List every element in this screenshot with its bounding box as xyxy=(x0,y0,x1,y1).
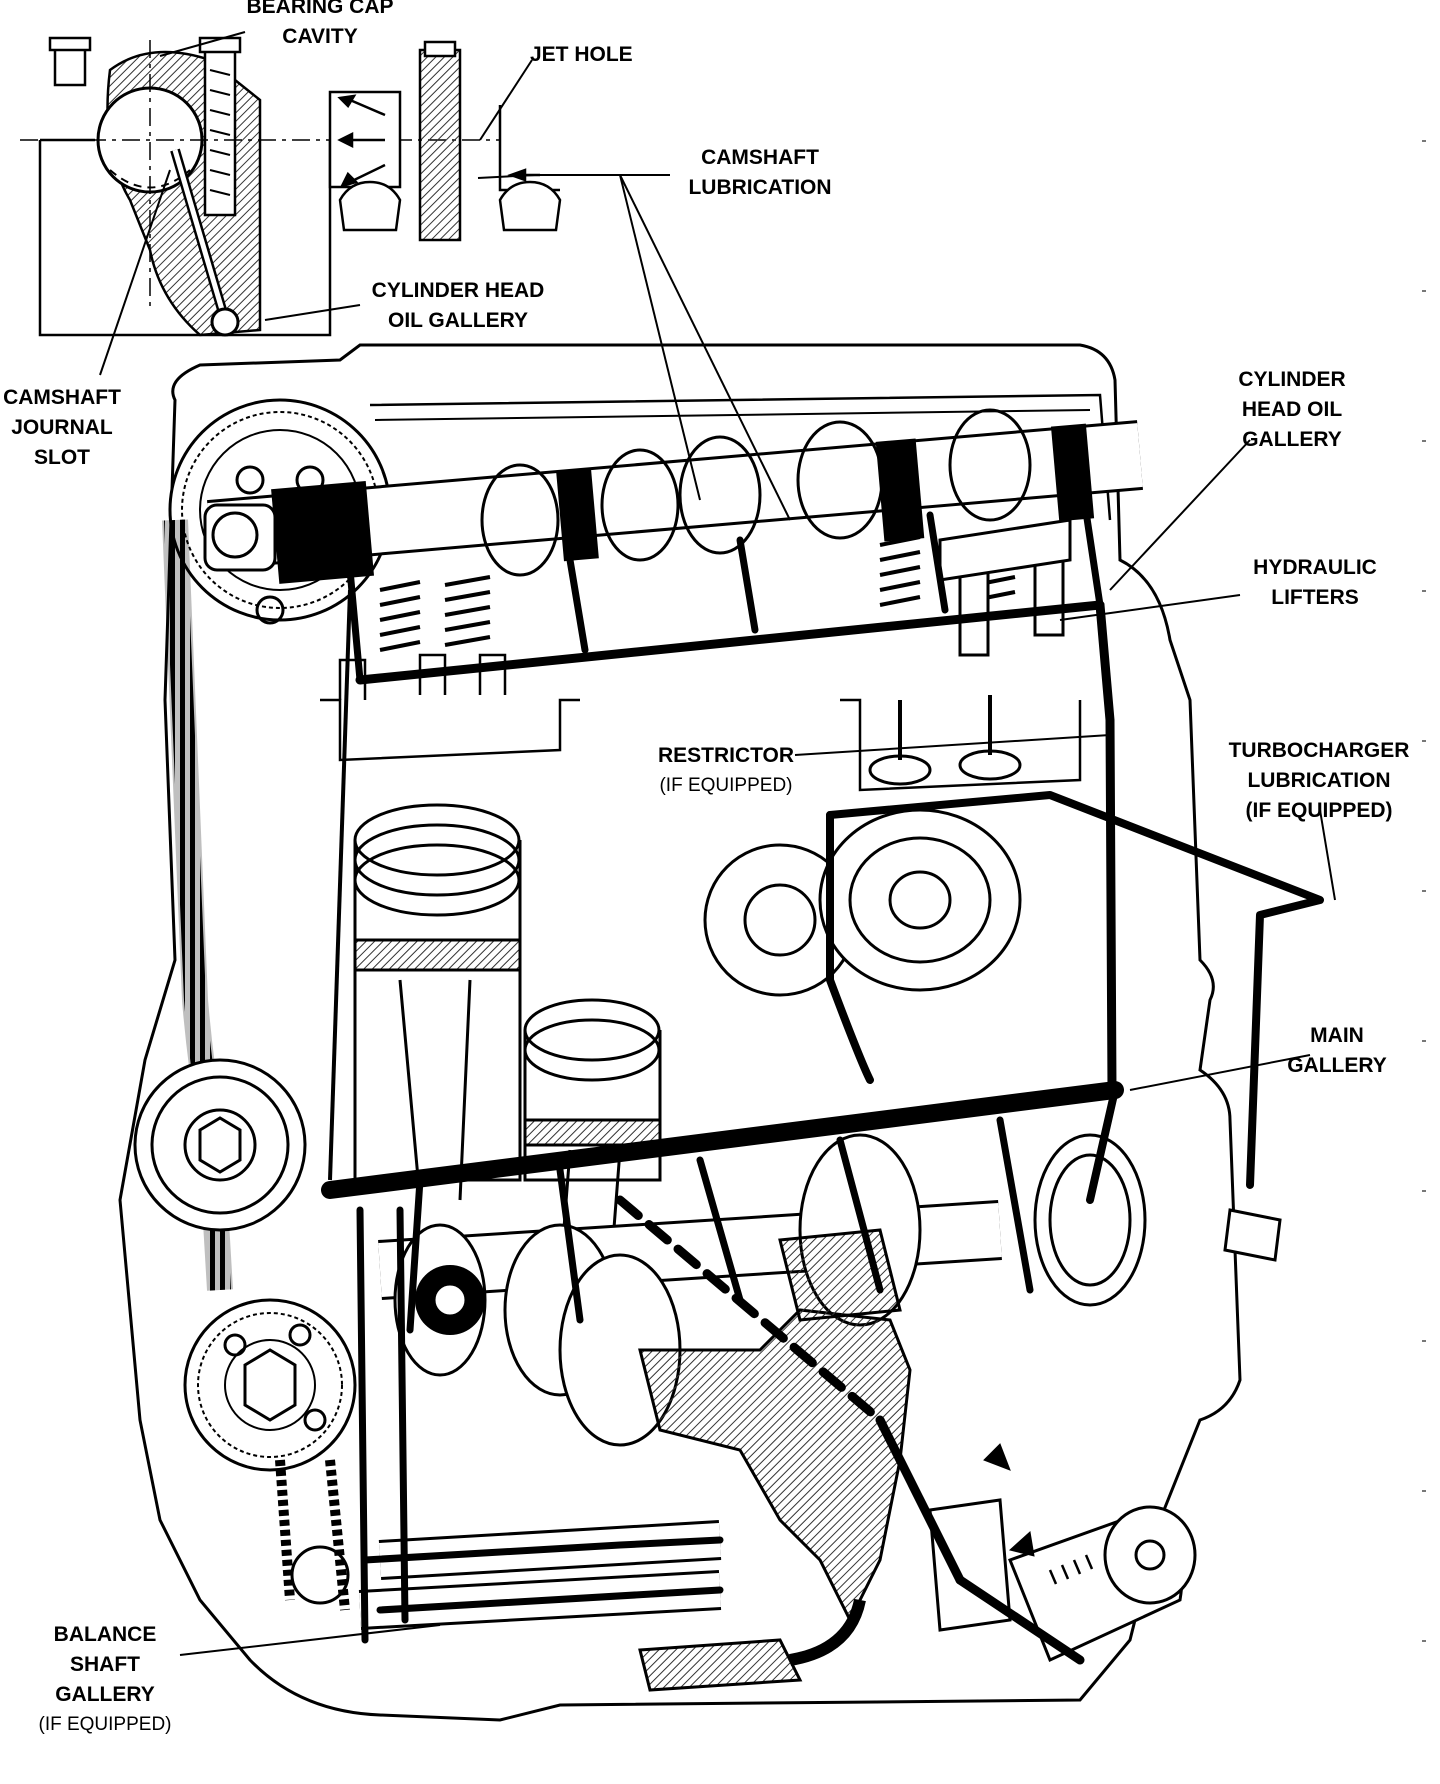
label-balance-shaft-gallery: BALANCE SHAFT GALLERY (IF EQUIPPED) xyxy=(38,1623,172,1735)
scan-mark xyxy=(1422,1190,1426,1192)
scan-mark xyxy=(1422,440,1426,442)
camshaft-bearing-inset xyxy=(20,36,562,337)
label-main-gallery: MAIN GALLERY xyxy=(1287,1024,1387,1077)
scan-mark xyxy=(1422,290,1426,292)
label-camshaft-lubrication: CAMSHAFT LUBRICATION xyxy=(688,146,832,199)
scan-mark xyxy=(1422,1640,1426,1642)
scan-mark xyxy=(1422,590,1426,592)
leader-lines xyxy=(99,31,1336,1656)
scan-mark xyxy=(1422,890,1426,892)
flow-arrows xyxy=(983,1443,1035,1557)
scan-mark xyxy=(1422,1040,1426,1042)
label-cylinder-head-oil-gallery: CYLINDER HEAD OIL GALLERY xyxy=(1238,368,1346,451)
label-cylinder-head-oil-gallery-inset: CYLINDER HEAD OIL GALLERY xyxy=(371,279,545,332)
engine-block xyxy=(118,343,1282,1722)
scan-mark xyxy=(1422,1340,1426,1342)
label-camshaft-journal-slot: CAMSHAFT JOURNAL SLOT xyxy=(3,386,121,469)
label-jet-hole: JET HOLE xyxy=(530,43,633,66)
label-restrictor: RESTRICTOR (IF EQUIPPED) xyxy=(657,744,795,796)
oil-passages xyxy=(321,501,1324,1665)
label-bearing-cap-cavity: BEARING CAP CAVITY xyxy=(246,0,394,48)
label-hydraulic-lifters: HYDRAULIC LIFTERS xyxy=(1253,556,1377,609)
scan-mark xyxy=(1422,740,1426,742)
scan-mark xyxy=(1422,140,1426,142)
label-turbocharger-lubrication: TURBOCHARGER LUBRICATION (IF EQUIPPED) xyxy=(1228,739,1410,822)
scan-mark xyxy=(1422,1490,1426,1492)
